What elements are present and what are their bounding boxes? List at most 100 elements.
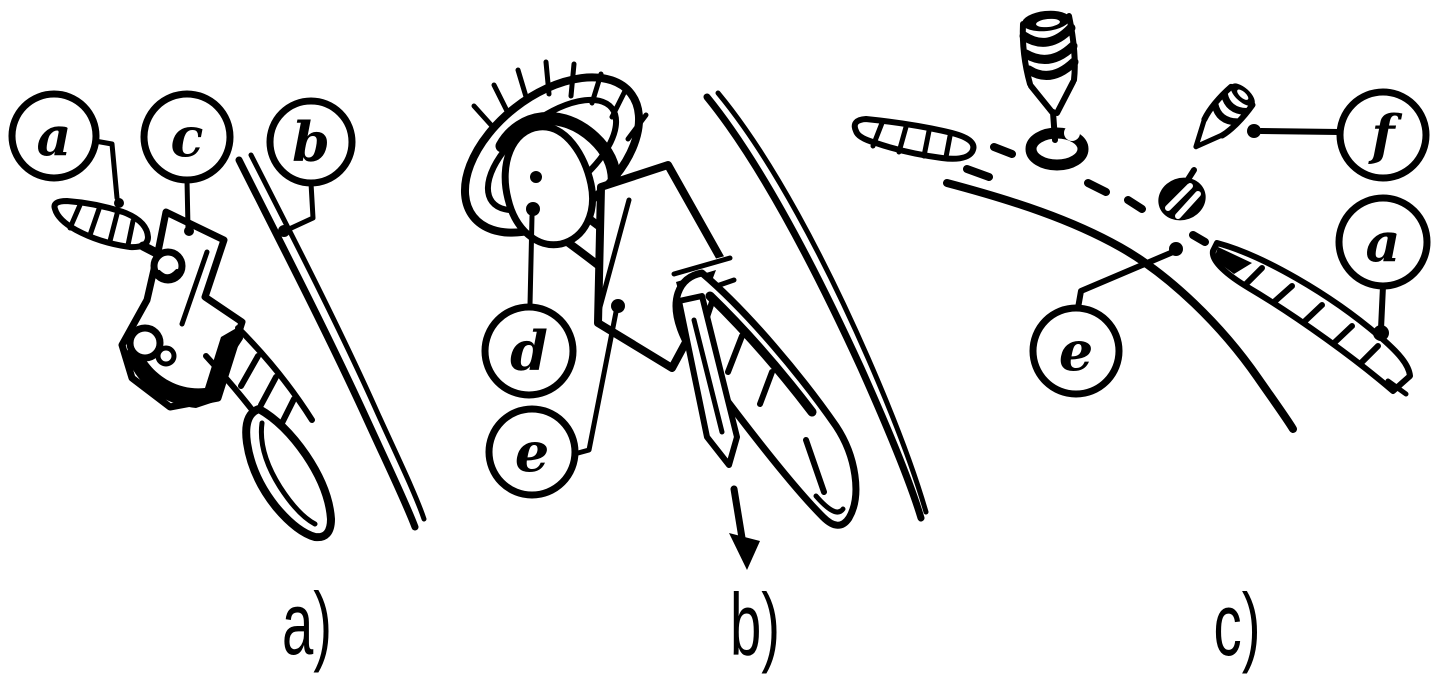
leader-lines-c xyxy=(1075,124,1389,341)
screw-cone-tip xyxy=(1028,79,1076,116)
plug-slashes xyxy=(1165,183,1201,219)
plug-tail xyxy=(1184,167,1197,184)
clamp-screw-detail-top xyxy=(157,269,179,279)
label-circle-f: f xyxy=(1336,88,1430,182)
broken-drill-fragment xyxy=(851,116,977,162)
drill-tip-loop-inner xyxy=(258,420,318,527)
clamp-screw-detail-bottom xyxy=(155,345,177,367)
drill-tip-flutes xyxy=(67,202,136,248)
wire-inner-line-b xyxy=(715,90,929,515)
hole-gap xyxy=(1064,125,1080,141)
label-ring-c xyxy=(140,90,234,184)
dashed-drill-channel xyxy=(963,143,1209,246)
loop-hatching xyxy=(471,59,649,142)
caption-panel-b: b) xyxy=(730,575,780,674)
leader-dot-a2 xyxy=(1373,325,1389,341)
label-ring-a2 xyxy=(1335,194,1431,290)
leader-line-a2 xyxy=(1378,283,1386,332)
screw-guide-shaft xyxy=(1050,109,1058,143)
caption-panel-c: c) xyxy=(1214,575,1261,674)
small-screw-slot xyxy=(1237,89,1249,100)
label-circle-e2: e xyxy=(1029,304,1123,398)
loop-shadow-arc xyxy=(495,112,621,193)
label-circle-b: b xyxy=(266,97,356,187)
clamp-fold-line xyxy=(179,249,210,327)
arrow-shaft xyxy=(730,485,746,542)
drill-bit-lower xyxy=(203,325,335,542)
panel-b: d e b) xyxy=(460,59,929,674)
leader-lines-b xyxy=(526,202,625,456)
panel-c: f a e c) xyxy=(851,10,1431,674)
leader-dot-b xyxy=(278,225,290,237)
label-ring-b xyxy=(266,97,356,187)
small-screw-tip xyxy=(1193,116,1226,150)
label-letter-e: e xyxy=(515,420,549,484)
label-letter-b: b xyxy=(292,110,330,174)
block-fold-line xyxy=(594,197,632,321)
label-letter-d: d xyxy=(510,319,548,383)
small-screw xyxy=(1193,83,1256,150)
leader-line-e xyxy=(575,309,619,456)
embedded-plug xyxy=(1158,167,1206,221)
drill-tip-loop xyxy=(242,405,335,542)
drill-b-fragment-flute xyxy=(691,317,725,435)
leader-dot-d xyxy=(526,202,540,216)
bone-surface-curve xyxy=(943,179,1297,433)
wire-nail xyxy=(235,152,427,531)
leader-line-a xyxy=(92,138,120,201)
label-ring-f xyxy=(1336,88,1430,182)
drill-bit-tip xyxy=(51,198,175,265)
label-circle-a2: a xyxy=(1335,194,1431,290)
screw-threads xyxy=(1019,23,1079,80)
direction-arrow xyxy=(729,485,760,570)
leader-line-c xyxy=(184,177,191,231)
leader-line-b xyxy=(284,180,316,233)
clamp-screw-boss-bottom xyxy=(126,324,164,362)
caption-b-text: b) xyxy=(730,575,780,674)
drill-bit-b xyxy=(672,269,860,529)
drill-c-tip-split xyxy=(1385,378,1409,397)
wire-inner-line xyxy=(248,152,427,522)
leader-line-f xyxy=(1258,128,1342,135)
caption-c-text: c) xyxy=(1214,575,1261,674)
label-letter-a: a xyxy=(37,104,72,168)
label-ring-a xyxy=(8,90,100,182)
label-circle-c: c xyxy=(140,90,234,184)
leader-dot-c xyxy=(184,226,194,236)
label-circle-a: a xyxy=(8,90,100,182)
label-circle-d: d xyxy=(481,303,577,399)
drill-c-flutes xyxy=(1243,265,1381,365)
label-letter-c: c xyxy=(171,105,204,169)
screw-head-slot xyxy=(1036,18,1060,28)
clamp-shadow xyxy=(124,326,240,408)
label-circle-e: e xyxy=(485,405,579,499)
label-ring-e2 xyxy=(1029,304,1123,398)
caption-panel-a: a) xyxy=(282,574,332,673)
drill-c-break-shadow xyxy=(1214,247,1252,274)
caption-a-text: a) xyxy=(282,574,332,673)
drill-b-spine xyxy=(705,291,817,417)
drill-b-tip-inner xyxy=(813,493,846,515)
plug-body xyxy=(1158,177,1206,221)
fragment-outline xyxy=(851,116,977,162)
leader-lines-a xyxy=(92,138,316,237)
drill-bit-c xyxy=(1209,240,1413,397)
leader-dot-a xyxy=(114,198,124,208)
label-ring-d xyxy=(481,303,577,399)
wire-nail-b xyxy=(703,90,929,522)
arrow-head xyxy=(729,533,760,570)
interference-screw xyxy=(1019,10,1089,171)
wire-outer-line-b xyxy=(703,93,925,522)
plate-outline xyxy=(501,123,596,249)
leader-line-e2 xyxy=(1075,249,1176,311)
label-letter-a2: a xyxy=(1366,210,1401,274)
fragment-flutes xyxy=(870,120,953,160)
drill-shaft-flutes xyxy=(218,335,297,428)
leader-dot-e xyxy=(611,299,625,313)
plate-hole xyxy=(530,171,542,183)
small-screw-threads xyxy=(1211,90,1250,126)
wire-outer-line xyxy=(235,156,419,531)
panel-a: a c b a) xyxy=(8,90,427,673)
